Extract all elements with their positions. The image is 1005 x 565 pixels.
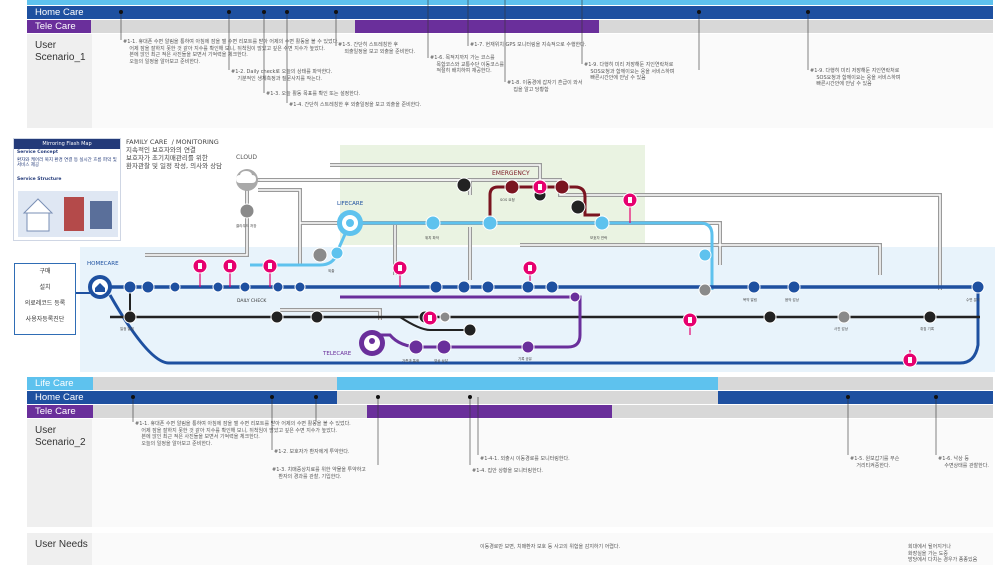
scenario-2-label-line2: Scenario_2: [35, 437, 86, 448]
scenario-1-note-10: #1-9. 다행히 미리 저장해둔 지인연락처로 SOS요청과 함께이요는 응을…: [810, 68, 901, 87]
label-sos: SOS 요청: [500, 197, 515, 202]
label-sleep: 수면 분석: [966, 297, 980, 302]
scenario-1-label-line1: User: [35, 40, 57, 51]
label-record: 기록 공유: [518, 356, 533, 361]
user-needs-note-right: 회대에서 될어지거나 화장실을 가는 도중 방당에서 다치는 경우가 종종있음: [908, 544, 978, 563]
life-care-band-label: Life Care: [35, 378, 74, 389]
menu-connector: [76, 292, 90, 294]
scenario-1-note-6: #1-6. 목적지까지 가는 코스를 목합코스와 교통수단 이동코스를 적절히 …: [430, 55, 504, 74]
scenario-2-note-5: #1-4. 집안 상황을 모니터링한다.: [472, 468, 543, 474]
scenario-2-label-line1: User: [35, 425, 57, 436]
scenario-2-note-6: #1-5. 원보갑기를 무슨 거리티켜중한다.: [850, 456, 900, 469]
family-care-title-4: 환자관찰 및 일정 작성, 의사와 상담: [126, 162, 223, 170]
label-medicine: 복약 알림: [743, 297, 757, 302]
mini-card-structure-title: Service Structure: [17, 176, 62, 182]
user-needs-label: User Needs: [35, 539, 88, 550]
label-guardian: 보호자 연락: [590, 235, 608, 240]
menu-item-user-diagnosis[interactable]: 사용자등록진단: [25, 316, 65, 323]
scenario-1-note-5: #1-5. 간단히 스트레칭한 후 외출일정을 보고 외출을 준비한다.: [338, 42, 416, 55]
scenario-1-ticks: [119, 0, 810, 103]
home-care-band-top: Home Care: [27, 6, 993, 19]
scenario-1-note-8: #1-8. 이동경에 갑자기 흔급이 와서 집을 알고 당황함: [507, 80, 583, 93]
scenario-1-note-1: #1-1. 휴대폰 수면 알림을 통하여 아침에 잠을 깰 수면 리포트를 받아…: [123, 39, 339, 65]
label-cloud-store: 클라우드 저장: [236, 223, 257, 228]
label-diary: 일정 알림: [120, 326, 134, 331]
scenario-1-label-line2: Scenario_1: [35, 52, 86, 63]
label-video-call: 영상 상담: [434, 358, 449, 363]
mirroring-flash-map-card: Mirroring Flash Map Service Concept 환자와 …: [13, 138, 121, 241]
home-care-band-bottom-label: Home Care: [35, 392, 84, 403]
scenario-2-note-1: #1-1. 휴대폰 수면 알림을 통하여 아침에 잠을 깰 수면 리포트를 받아…: [135, 421, 351, 447]
service-flow-map: CLOUD HOMECARE LIFECARE TELECARE EMERGEN…: [80, 145, 995, 372]
scenario-1-timeline-area: [92, 34, 993, 128]
lifecare-label: LIFECARE: [337, 201, 364, 207]
label-go-out: 외출: [328, 268, 335, 273]
telecare-hub-icon: [359, 330, 385, 356]
scenario-2-note-7: #1-6. 낙상 등 수면상태를 관찰한다.: [938, 456, 989, 469]
homecare-zone-bg: [80, 247, 995, 372]
scenario-2-note-2: #1-2. 보호자가 환자에게 투약한다.: [274, 449, 350, 455]
cloud-label: CLOUD: [236, 154, 257, 161]
tele-care-band-label: Tele Care: [35, 21, 76, 32]
scenario-2-ticks: [131, 395, 938, 465]
menu-item-purchase[interactable]: 구매: [39, 268, 51, 275]
homecare-label: HOMECARE: [87, 261, 119, 267]
menu-item-install[interactable]: 설치: [39, 284, 51, 291]
menu-item-medical-record[interactable]: 의료레코드 등록: [24, 300, 66, 307]
life-care-band-bottom: Life Care: [27, 377, 993, 390]
scenario-1-note-2: #1-2. Daily check로 오늘의 상태를 파악한다. 기분적인 생체…: [231, 69, 333, 82]
tele-care-band-bottom-label: Tele Care: [35, 406, 76, 417]
tele-care-band-top: Tele Care: [27, 20, 993, 33]
home-care-band-bottom: Home Care: [27, 391, 993, 404]
telecare-label: TELECARE: [322, 351, 352, 357]
label-location: 위치 파악: [425, 235, 440, 240]
scenario-1-note-9: #1-9. 다행히 미리 저장해둔 지인연락처로 SOS요청과 함께이요는 응을…: [584, 62, 675, 81]
mini-card-concept-text: 환자와 케어러 복지 환경 연결 등 실시간 흐름 파악 및 서비스 제공: [17, 157, 117, 169]
label-bedtime: 취침 기록: [920, 326, 935, 331]
home-care-band-label: Home Care: [35, 7, 84, 18]
family-care-title-1: FAMILY CARE / MONITORING: [126, 138, 219, 146]
cloud-icon: [236, 169, 258, 191]
tele-care-band-bottom: Tele Care: [27, 405, 993, 418]
station-daily-check: DAILY CHECK: [237, 298, 267, 304]
scenario-1-note-4: #1-4. 간단히 스트레칭한 후 외출일정을 보고 외출을 준비한다.: [289, 102, 422, 108]
family-care-title-3: 보호자가 초기치매관리를 위한: [126, 154, 208, 162]
label-family-call: 가족과 통화: [402, 358, 420, 363]
homecare-hub-icon: [88, 275, 112, 299]
mini-card-header: Mirroring Flash Map: [14, 139, 120, 149]
life-care-band-top-partial: [27, 0, 993, 5]
family-care-title-2: 지속적인 보호자와의 연결: [126, 146, 196, 154]
left-service-menu: 구매 설치 의료레코드 등록 사용자등록진단: [14, 263, 76, 335]
scenario-1-note-3: #1-3. 오늘 활동 목표를 확인 또는 설정한다.: [266, 91, 361, 97]
lifecare-hub-icon: [337, 210, 363, 236]
label-photo: 사진 감상: [834, 326, 849, 331]
scenario-2-timeline-area: [92, 419, 993, 527]
emergency-label: EMERGENCY: [492, 170, 530, 177]
user-needs-area: [92, 533, 993, 565]
label-music: 음악 감상: [785, 297, 800, 302]
service-structure-illustration: [18, 191, 118, 237]
user-needs-note-center: 이동경로만 보면, 치매환자 보호 등 사고의 위험을 감지하기 어렵다.: [480, 544, 621, 550]
scenario-2-note-4: #1-4-1. 외출시 이동경로를 모니터링한다.: [480, 456, 570, 462]
scenario-2-note-3: #1-3. 치매증상치료를 위한 약물을 투약하고 환자의 경과를 관찰, 기입…: [272, 467, 366, 480]
mini-card-concept-title: Service Concept: [17, 150, 58, 155]
scenario-1-note-7: #1-7. 현재위치 GPS 모니터링을 지속적으로 수행한다.: [470, 42, 587, 48]
